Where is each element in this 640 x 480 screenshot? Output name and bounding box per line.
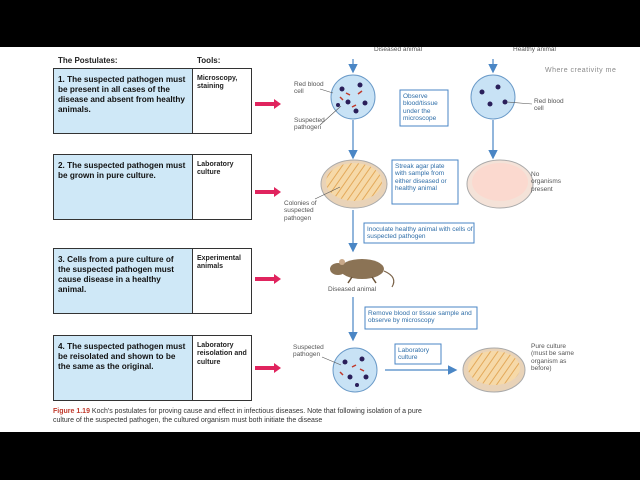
lab-culture-box-text: Laboratory culture xyxy=(398,347,430,362)
remove-box xyxy=(364,306,478,330)
rbc-pointer-left xyxy=(319,88,334,94)
figure-page: Diseased animal Healthy animal Where cre… xyxy=(0,47,640,432)
row-arrow-4 xyxy=(255,363,281,373)
postulate-2: 2. The suspected pathogen must be grown … xyxy=(53,154,193,220)
diseased-animal-label: Diseased animal xyxy=(328,286,377,293)
postulates-header: The Postulates: xyxy=(58,56,118,65)
rbc-pointer-right xyxy=(506,101,533,105)
streak-box-text: Streak agar plate with sample from eithe… xyxy=(395,163,447,193)
red-blood-cell-right-label: Red blood cell xyxy=(534,98,564,113)
red-blood-cell-left-label: Red blood cell xyxy=(294,81,324,96)
postulate-3: 3. Cells from a pure culture of the susp… xyxy=(53,248,193,314)
watermark-logo-text: Where creativity me xyxy=(545,67,617,74)
tool-2: Laboratory culture xyxy=(193,154,252,220)
lab-culture-box xyxy=(394,343,442,365)
tools-header: Tools: xyxy=(197,56,221,65)
reisolated-sample xyxy=(332,347,378,393)
figure-number: Figure 1.19 xyxy=(53,408,90,415)
suspected-pathogen-label-2: Suspected pathogen xyxy=(293,344,324,359)
blood-sample-healthy xyxy=(470,74,516,120)
inoculate-box-text: Inoculate healthy animal with cells of s… xyxy=(367,226,473,241)
row-arrow-2 xyxy=(255,187,281,197)
agar-plate-healthy xyxy=(466,159,534,209)
inoculate-box xyxy=(363,222,475,244)
no-organisms-label: No organisms present xyxy=(531,171,561,193)
remove-box-text: Remove blood or tissue sample and observ… xyxy=(368,310,472,325)
row-arrow-3 xyxy=(255,274,281,284)
pure-culture-label: Pure culture (must be same organism as b… xyxy=(531,343,574,373)
suspected-pathogen-label-1: Suspected pathogen xyxy=(294,117,325,132)
colonies-label: Colonies of suspected pathogen xyxy=(284,200,317,222)
figure-caption: Figure 1.19 Koch's postulates for provin… xyxy=(53,408,433,426)
observe-box xyxy=(399,89,449,127)
postulate-1: 1. The suspected pathogen must be presen… xyxy=(53,68,193,134)
observe-box-text: Observe blood/tissue under the microscop… xyxy=(403,93,438,123)
healthy-animal-top-label: Healthy animal xyxy=(513,47,556,53)
streak-box xyxy=(391,159,459,205)
koch-diagram xyxy=(314,59,534,393)
tool-1: Microscopy, staining xyxy=(193,68,252,134)
blood-sample-diseased xyxy=(330,74,376,120)
diseased-mouse-icon xyxy=(330,259,395,288)
agar-plate-diseased xyxy=(320,159,388,209)
pathogen-pointer xyxy=(319,105,342,126)
colonies-pointer xyxy=(314,186,341,200)
row-arrow-1 xyxy=(255,99,281,109)
postulate-4: 4. The suspected pathogen must be reisol… xyxy=(53,335,193,401)
diseased-animal-top-label: Diseased animal xyxy=(374,47,423,53)
caption-text: Koch's postulates for proving cause and … xyxy=(53,408,422,424)
tool-4: Laboratory reisolation and culture xyxy=(193,335,252,401)
pure-culture-plate xyxy=(462,347,526,393)
tool-3: Experimental animals xyxy=(193,248,252,314)
